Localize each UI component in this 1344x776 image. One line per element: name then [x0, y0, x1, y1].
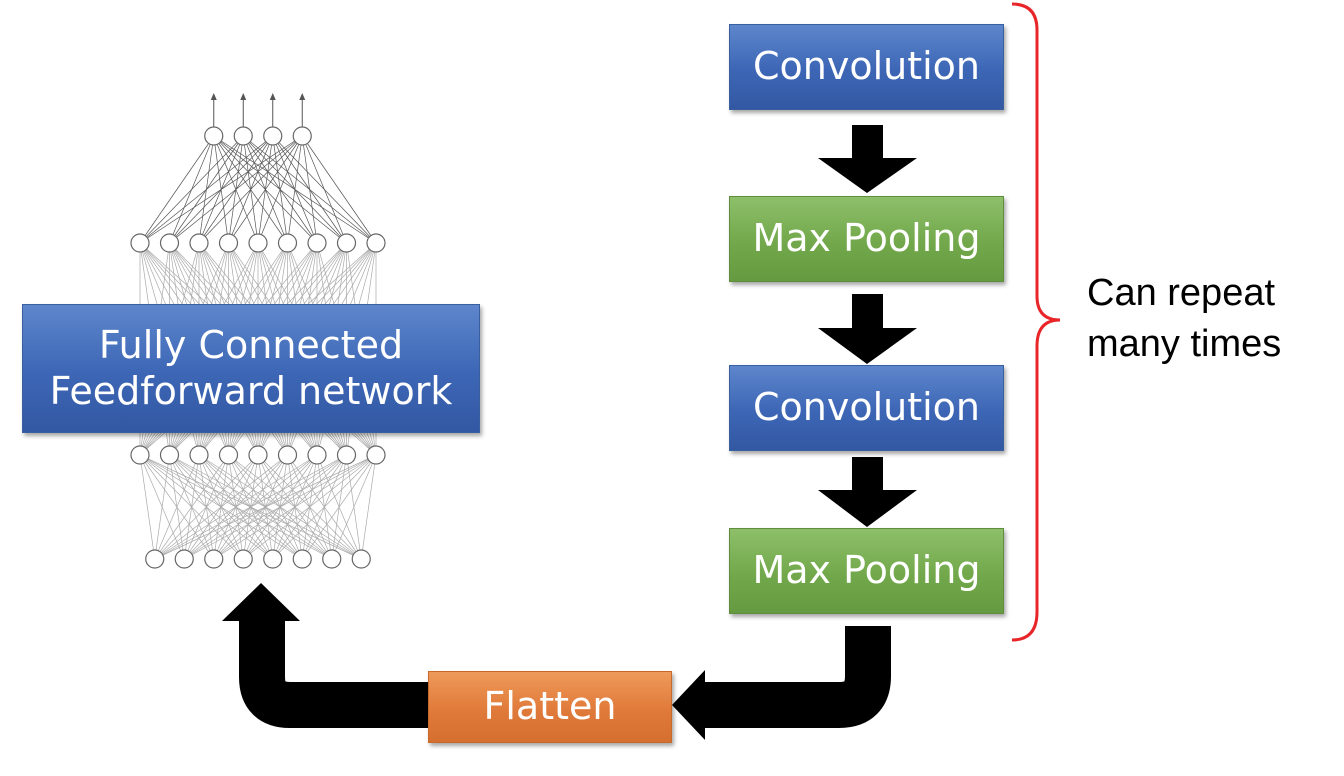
network-node	[263, 126, 283, 146]
network-node	[204, 126, 224, 146]
network-connection	[139, 135, 273, 244]
network-node	[174, 549, 194, 569]
network-connection	[139, 135, 215, 244]
network-connection	[213, 454, 377, 560]
network-output-arrowhead	[269, 93, 276, 100]
network-connection	[287, 135, 303, 244]
network-connection	[360, 454, 377, 560]
network-connection	[154, 454, 170, 560]
repeat-note-line1: Can repeat	[1087, 272, 1276, 314]
network-connection	[169, 135, 303, 244]
network-connection	[301, 135, 377, 244]
max-pooling-block-2: Max Pooling	[729, 528, 1004, 614]
flatten-block: Flatten	[428, 671, 672, 743]
max-pooling-block-1: Max Pooling	[729, 196, 1004, 282]
network-output-arrowhead	[299, 93, 306, 100]
network-node	[277, 233, 298, 253]
arrow-pool1-to-conv2	[818, 294, 917, 364]
network-connection	[154, 454, 259, 560]
network-node	[233, 126, 253, 146]
network-node	[263, 549, 283, 569]
network-connection	[154, 454, 318, 560]
network-connection	[301, 135, 347, 244]
network-node	[336, 233, 357, 253]
network-node	[204, 549, 224, 569]
network-node	[307, 445, 327, 465]
network-node	[159, 445, 180, 465]
network-node	[130, 233, 150, 253]
network-node	[248, 445, 268, 465]
network-node	[248, 233, 268, 253]
convolution-block-2: Convolution	[729, 365, 1004, 451]
network-node	[366, 445, 386, 465]
arrow-conv2-to-pool2	[818, 457, 917, 527]
network-connection	[243, 454, 377, 560]
network-connection	[154, 454, 229, 560]
repeat-brace	[1011, 2, 1061, 642]
network-connection	[154, 454, 200, 560]
network-connection	[272, 454, 377, 560]
network-connection	[228, 135, 303, 244]
network-connection	[154, 454, 347, 560]
arrow-flatten-to-network	[239, 618, 428, 728]
repeat-note: Can repeat many times	[1087, 268, 1337, 371]
network-node	[218, 445, 239, 465]
network-node	[366, 233, 386, 253]
network-connection	[301, 135, 318, 244]
network-node	[277, 445, 298, 465]
fully-connected-label-line2: Feedforward network	[49, 368, 453, 413]
network-connection	[139, 135, 303, 244]
network-node	[218, 233, 239, 253]
fully-connected-block: Fully Connected Feedforward network	[22, 304, 480, 433]
network-node	[189, 445, 209, 465]
network-node	[130, 445, 150, 465]
network-connection	[198, 135, 303, 244]
network-node	[322, 549, 342, 569]
network-connection	[331, 454, 377, 560]
repeat-note-line2: many times	[1087, 323, 1282, 366]
network-node	[292, 549, 312, 569]
network-node	[307, 233, 327, 253]
network-output-arrowhead	[240, 93, 247, 100]
network-connection	[301, 454, 377, 560]
network-node	[292, 126, 312, 146]
network-output-arrowhead	[210, 93, 217, 100]
network-node	[233, 549, 253, 569]
network-node	[336, 445, 357, 465]
network-connection	[154, 454, 377, 560]
arrow-pool2-to-flatten-head	[672, 670, 705, 740]
network-connection	[184, 454, 377, 560]
neural-network-illustration	[130, 93, 386, 569]
network-connection	[139, 454, 156, 560]
convolution-block-1: Convolution	[729, 24, 1004, 110]
network-node	[189, 233, 209, 253]
network-node	[351, 549, 371, 569]
network-node	[145, 549, 165, 569]
network-connection	[154, 454, 288, 560]
arrow-flatten-to-network-head	[222, 583, 300, 621]
fully-connected-label-line1: Fully Connected	[98, 322, 404, 367]
network-connection	[257, 135, 303, 244]
network-connection	[139, 135, 244, 244]
arrow-conv1-to-pool1	[818, 125, 917, 193]
network-node	[159, 233, 180, 253]
arrow-pool2-to-flatten	[700, 626, 891, 728]
